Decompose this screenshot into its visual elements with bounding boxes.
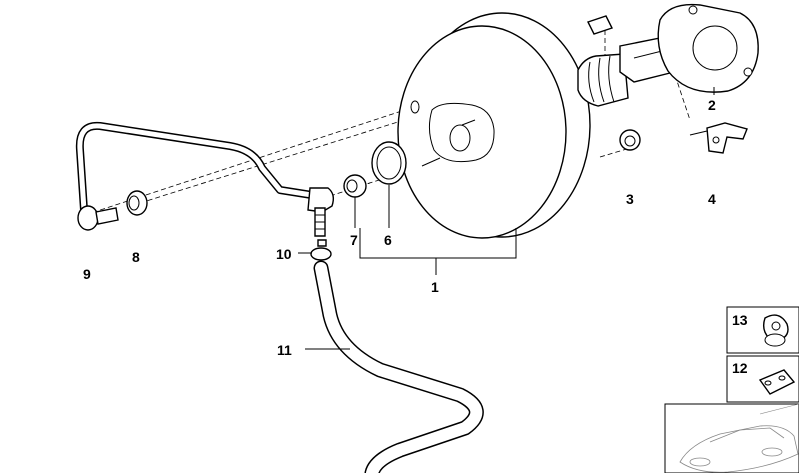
callout-6: 6: [384, 232, 392, 248]
callout-11: 11: [277, 342, 292, 358]
inset-box-12: [726, 355, 799, 403]
callout-10: 10: [276, 246, 292, 262]
callout-13: 13: [732, 312, 748, 328]
callout-1: 1: [431, 279, 439, 295]
hose-clamp-part-10: [310, 239, 332, 261]
gasket-plate: [657, 3, 759, 93]
banjo-fitting-part-9: [77, 205, 119, 231]
grommet-part-3: [619, 129, 641, 151]
brake-booster: [397, 12, 675, 239]
callout-12: 12: [732, 360, 748, 376]
vacuum-pipe: [75, 121, 335, 237]
bolt-clip-part-4: [689, 122, 748, 154]
callout-8: 8: [132, 249, 140, 265]
callout-7: 7: [350, 232, 358, 248]
callout-9: 9: [83, 266, 91, 282]
o-ring-part-6: [371, 141, 407, 185]
grommet-part-7: [343, 174, 367, 198]
vehicle-locator-thumbnail: [664, 403, 799, 473]
vacuum-hose-part-11: [313, 260, 484, 473]
callout-labels: 1 2 3 4 6 7 8 9 10 11 12 13: [83, 97, 748, 376]
leader-lines: [298, 87, 715, 350]
grommet-part-8: [126, 190, 148, 216]
callout-2: 2: [708, 97, 716, 113]
retaining-clip-top: [587, 15, 613, 35]
inset-box-13: [726, 306, 799, 354]
callout-4: 4: [708, 191, 716, 207]
callout-3: 3: [626, 191, 634, 207]
